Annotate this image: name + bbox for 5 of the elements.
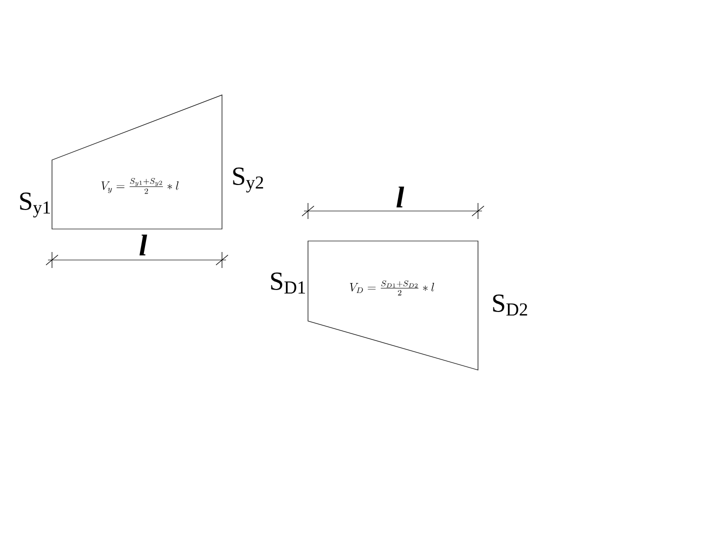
symbol-label: S$_{y2}$ (233, 168, 264, 192)
dimension-label: l (396, 186, 404, 208)
trapezoid-box: $V_y = \frac{S_{y1}+S_{y2}}{2}*l$ (52, 94, 222, 230)
symbol-label: S$_{D1}$ (271, 272, 305, 294)
trapezoid-box: $V_D = \frac{S_{D1}+S_{D2}}{2}*l$ (308, 240, 478, 370)
